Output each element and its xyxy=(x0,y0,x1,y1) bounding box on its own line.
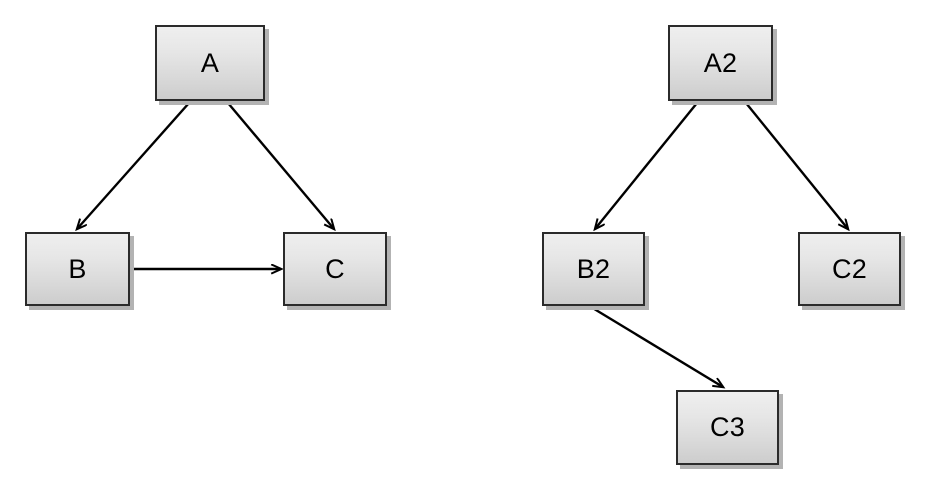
node-label: C2 xyxy=(832,253,867,284)
node-c3[interactable]: C3 xyxy=(676,390,779,465)
node-a2[interactable]: A2 xyxy=(668,25,773,101)
node-label: A2 xyxy=(703,47,738,78)
node-c[interactable]: C xyxy=(283,232,387,306)
node-c2[interactable]: C2 xyxy=(798,232,901,306)
edge-group xyxy=(77,102,848,387)
node-b2[interactable]: B2 xyxy=(542,232,645,306)
node-label: C3 xyxy=(710,412,745,442)
node-label: B xyxy=(68,253,87,284)
edge-a2-to-b2 xyxy=(595,102,698,229)
node-a[interactable]: A xyxy=(155,25,265,101)
edge-a-to-c xyxy=(227,102,334,229)
edge-a-to-b xyxy=(77,102,190,229)
node-b[interactable]: B xyxy=(25,232,130,306)
node-label: B2 xyxy=(576,253,611,284)
edge-a2-to-c2 xyxy=(745,102,848,229)
edge-b2-to-c3 xyxy=(590,305,723,387)
node-label: C xyxy=(325,253,345,284)
node-label: A xyxy=(200,47,220,78)
